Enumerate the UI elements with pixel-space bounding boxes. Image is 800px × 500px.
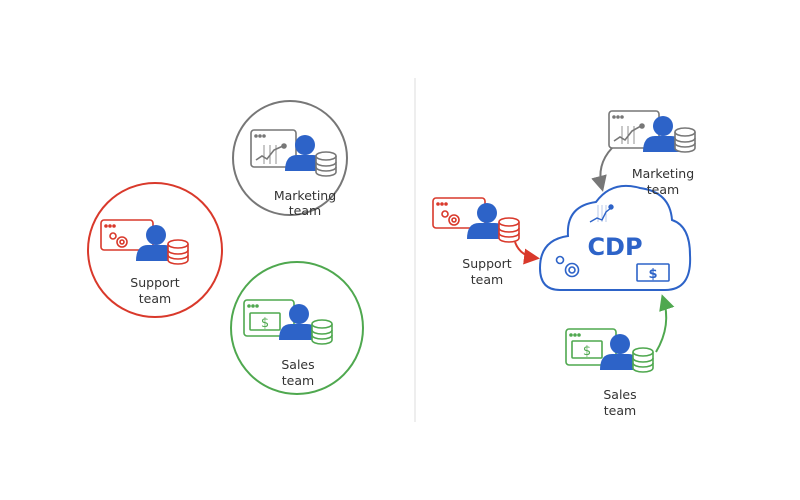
cdp-label: CDP [587, 233, 642, 261]
right-sales-group: $ Sales team [565, 328, 654, 418]
cloud-icon [538, 184, 692, 291]
chart-dashboard-icon [250, 129, 297, 168]
svg-text:$: $ [648, 267, 657, 282]
marketing-arrow [591, 147, 613, 192]
left-support-label-2: team [139, 291, 171, 306]
right-sales-label-1: Sales [603, 387, 636, 402]
database-icon [632, 347, 654, 373]
database-icon [315, 151, 337, 177]
right-marketing-group: Marketing team [608, 110, 696, 197]
database-icon [498, 217, 520, 243]
database-icon [167, 239, 189, 265]
mini-chart-icon [589, 204, 614, 223]
sales-arrow [655, 294, 675, 353]
left-marketing-label-1: Marketing [274, 188, 336, 203]
left-sales-label-1: Sales [281, 357, 314, 372]
left-support-label-1: Support [130, 275, 180, 290]
left-sales-group: $ Sales team [230, 261, 364, 395]
database-icon [674, 127, 696, 153]
left-marketing-group: Marketing team [232, 100, 348, 218]
dollar-bill-icon: $ [636, 263, 670, 282]
cdp-cloud: CDP $ [538, 184, 692, 291]
svg-text:$: $ [583, 344, 591, 359]
right-support-group: Support team [432, 197, 520, 287]
support-arrow [514, 241, 540, 265]
right-sales-label-2: team [604, 403, 636, 418]
gears-icon [555, 255, 580, 278]
left-sales-label-2: team [282, 373, 314, 388]
left-support-group: Support team [87, 182, 223, 318]
database-icon [311, 319, 333, 345]
left-marketing-label-2: team [289, 203, 321, 218]
right-support-label-2: team [471, 272, 503, 287]
right-support-label-1: Support [462, 256, 512, 271]
right-marketing-label-2: team [647, 182, 679, 197]
svg-text:$: $ [261, 316, 269, 331]
right-marketing-label-1: Marketing [632, 166, 694, 181]
